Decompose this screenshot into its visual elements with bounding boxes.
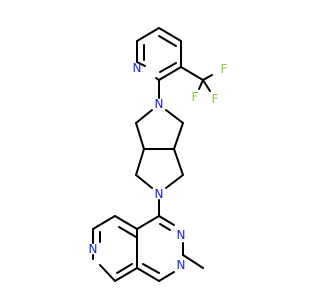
bond xyxy=(142,263,160,274)
bond xyxy=(158,35,177,47)
bond xyxy=(159,62,177,73)
nitrogen-label: N xyxy=(89,242,98,256)
bond xyxy=(136,267,160,282)
atom-labels: N N F F F N N N N xyxy=(89,61,228,272)
molecule-structure-diagram: N N F F F N N N N xyxy=(89,27,228,282)
bond xyxy=(158,27,182,42)
bond xyxy=(114,267,138,282)
fluorine-label: F xyxy=(212,92,219,106)
nitrogen-label: N xyxy=(133,61,142,75)
pyridine-ring-bonds xyxy=(136,27,182,81)
bond xyxy=(159,223,171,231)
bond xyxy=(165,174,184,189)
pyridopyrimidine-bonds xyxy=(92,215,184,282)
bond xyxy=(135,122,145,150)
bond xyxy=(173,122,184,150)
bond xyxy=(92,215,116,230)
nitrogen-label: N xyxy=(155,187,164,201)
bond xyxy=(118,226,137,238)
bond xyxy=(135,109,153,124)
nitrogen-label: N xyxy=(155,97,164,111)
bond xyxy=(116,263,133,274)
bond xyxy=(202,79,211,92)
bond xyxy=(173,148,184,176)
bond xyxy=(198,79,204,90)
nitrogen-label: N xyxy=(177,228,186,242)
trifluoromethyl-bonds xyxy=(180,66,213,92)
bond xyxy=(158,66,182,81)
bond xyxy=(158,271,175,282)
bond xyxy=(182,254,204,269)
bond xyxy=(99,264,116,282)
bond xyxy=(158,215,175,226)
bond xyxy=(165,109,184,124)
nitrogen-label: N xyxy=(177,258,186,272)
methyl-bond xyxy=(182,254,204,269)
bond xyxy=(135,174,153,189)
bond xyxy=(114,215,138,230)
bond xyxy=(202,74,213,81)
bicyclic-core-bonds xyxy=(135,109,184,189)
bond xyxy=(135,148,145,176)
fluorine-label: F xyxy=(221,62,228,76)
fluorine-label: F xyxy=(192,90,199,104)
bond xyxy=(180,66,204,81)
bond xyxy=(136,61,146,67)
bond xyxy=(136,215,160,230)
bond xyxy=(136,27,160,42)
